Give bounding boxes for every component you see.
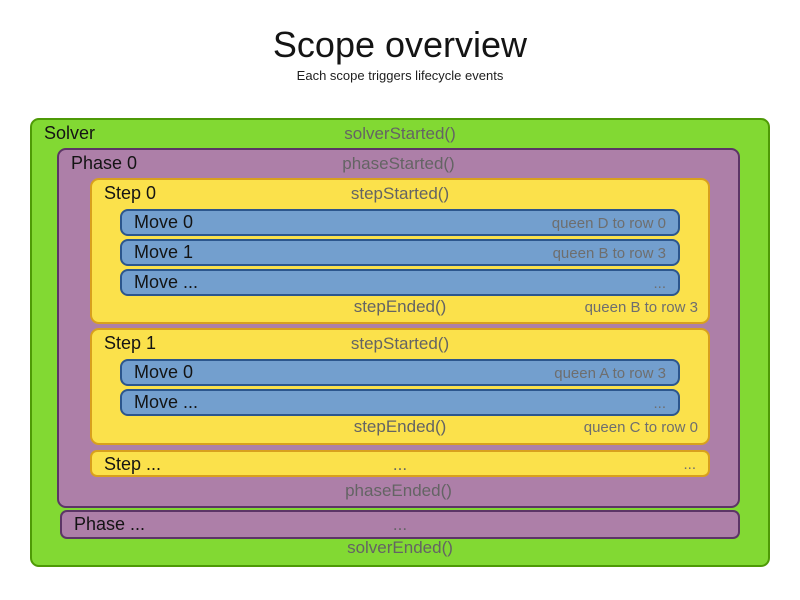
step1-move0-box: Move 0 queen A to row 3 — [120, 359, 680, 386]
phase-more-box: Phase ... ... — [60, 510, 740, 539]
phase-more-center-ellipsis: ... — [392, 515, 408, 534]
solver-started-event: solverStarted() — [344, 124, 456, 143]
move-label: Move ... — [134, 392, 199, 412]
step0-started-event: stepStarted() — [350, 184, 450, 203]
step-more-label: Step ... — [104, 454, 162, 474]
step0-move0-box: Move 0 queen D to row 0 — [120, 209, 680, 236]
move-note: queen D to row 0 — [551, 215, 666, 232]
step0-label: Step 0 — [104, 183, 157, 203]
step0-end-row: stepEnded() queen B to row 3 — [92, 297, 708, 319]
step1-ended-note: queen C to row 0 — [583, 419, 698, 436]
move-note: queen B to row 3 — [552, 245, 666, 262]
move-note: ... — [653, 395, 666, 412]
move-note: ... — [653, 275, 666, 292]
page-subtitle: Each scope triggers lifecycle events — [296, 68, 504, 83]
phase0-started-event: phaseStarted() — [342, 154, 455, 173]
step0-move1-box: Move 1 queen B to row 3 — [120, 239, 680, 266]
solver-ended-event: solverEnded() — [347, 538, 453, 557]
move-label: Move ... — [134, 272, 199, 292]
step1-ended-event: stepEnded() — [353, 417, 447, 436]
step0-move-more-box: Move ... ... — [120, 269, 680, 296]
move-label: Move 0 — [134, 212, 194, 232]
move-label: Move 1 — [134, 242, 194, 262]
step0-ended-note: queen B to row 3 — [584, 299, 698, 316]
move-label: Move 0 — [134, 362, 194, 382]
phase0-label: Phase 0 — [71, 153, 138, 173]
step-more-right-ellipsis: ... — [683, 456, 696, 473]
phase-more-label: Phase ... — [74, 514, 146, 534]
phase0-ended-event: phaseEnded() — [345, 481, 452, 500]
step1-move-more-box: Move ... ... — [120, 389, 680, 416]
move-note: queen A to row 3 — [554, 365, 666, 382]
solver-label: Solver — [44, 123, 96, 143]
page-title: Scope overview — [272, 24, 528, 65]
step0-ended-event: stepEnded() — [353, 297, 447, 316]
phase0-scope-box: Phase 0 phaseStarted() Step 0 stepStarte… — [57, 148, 740, 508]
step0-scope-box: Step 0 stepStarted() Move 0 queen D to r… — [90, 178, 710, 324]
step-more-center-ellipsis: ... — [392, 455, 408, 474]
step1-started-event: stepStarted() — [350, 334, 450, 353]
solver-scope-box: Solver solverStarted() Phase 0 phaseStar… — [30, 118, 770, 567]
step1-label: Step 1 — [104, 333, 157, 353]
step1-scope-box: Step 1 stepStarted() Move 0 queen A to r… — [90, 328, 710, 445]
step-more-box: Step ... ... ... — [90, 450, 710, 477]
step1-end-row: stepEnded() queen C to row 0 — [92, 417, 708, 439]
